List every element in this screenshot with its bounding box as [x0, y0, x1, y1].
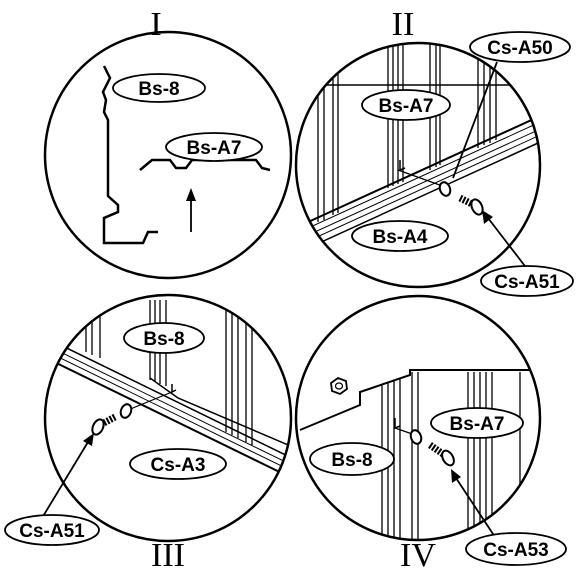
panel-3-assembly-axis [127, 391, 173, 411]
panel-1-tag-bs-8: Bs-8 [112, 73, 206, 103]
panel-1-detail-circle [43, 30, 293, 280]
panel-4-nut [330, 376, 348, 396]
panel-2-detail-circle [294, 41, 542, 289]
label-bs-8-panel-3: Bs-8 [143, 329, 184, 350]
panel-1: I Bs-8 Bs-A7 [43, 6, 293, 280]
panel-2-drawing [296, 43, 540, 255]
panel-3-tag-cs-a51: Cs-A51 [4, 514, 100, 546]
panel-1-arrow-head [186, 188, 196, 201]
panel-3-screw [91, 413, 117, 436]
panel-3-tag-cs-a3: Cs-A3 [129, 448, 227, 480]
panel-3-leader-cs-a51 [41, 441, 89, 519]
label-bs-a7-panel-2: Bs-A7 [379, 96, 434, 117]
label-cs-a3: Cs-A3 [151, 455, 206, 476]
panel-4-tag-bs-a7: Bs-A7 [430, 407, 524, 439]
label-bs-a7-panel-4: Bs-A7 [450, 414, 505, 435]
label-bs-a4: Bs-A4 [373, 227, 428, 248]
panel-3-detail-circle [43, 293, 293, 543]
panel-4-leader-cs-a53 [455, 477, 498, 541]
panel-4-screw [428, 442, 455, 467]
panel-4-drawing [299, 369, 540, 540]
label-bs-a7: Bs-A7 [187, 138, 242, 159]
panel-2-screw [458, 194, 484, 216]
bs-8-profile [101, 65, 158, 245]
panel-4-tag-cs-a53: Cs-A53 [465, 532, 567, 566]
label-bs-8: Bs-8 [138, 79, 179, 100]
panel-2: II [294, 6, 574, 297]
panel-1-profiles [101, 65, 271, 245]
panel-4-washer [409, 429, 423, 445]
panel-2-washer [438, 181, 452, 197]
panel-1-numeral: I [150, 6, 161, 43]
panel-2-numeral: II [392, 6, 415, 43]
panel-2-leader-cs-a51 [487, 217, 529, 271]
label-cs-a53: Cs-A53 [483, 540, 548, 561]
panel-3-tag-bs-8: Bs-8 [123, 322, 205, 354]
bs-a7-profile [139, 158, 271, 172]
label-cs-a50: Cs-A50 [487, 38, 552, 59]
panel-2-tag-cs-a50: Cs-A50 [469, 31, 571, 63]
panel-2-tag-bs-a7: Bs-A7 [361, 89, 451, 121]
panel-3-leader-arrowhead [83, 433, 94, 446]
label-cs-a51-panel-2: Cs-A51 [494, 272, 560, 293]
panel-4-numeral: IV [400, 537, 436, 573]
panel-3: III [4, 293, 293, 573]
panel-2-leader-arrowhead [482, 210, 493, 224]
label-cs-a51-panel-3: Cs-A51 [19, 521, 85, 542]
panel-4-leader-arrowhead [451, 469, 461, 483]
panel-4-tag-bs-8: Bs-8 [309, 442, 395, 476]
panel-3-washer [119, 403, 133, 419]
panel-2-tag-bs-a4: Bs-A4 [351, 220, 449, 252]
panel-1-tag-bs-a7: Bs-A7 [165, 132, 263, 162]
panel-2-leader-cs-a50 [452, 61, 498, 179]
label-bs-8-panel-4: Bs-8 [331, 450, 372, 471]
panel-3-numeral: III [151, 537, 185, 573]
panel-2-tag-cs-a51: Cs-A51 [480, 265, 574, 297]
panel-4: IV [294, 294, 567, 573]
